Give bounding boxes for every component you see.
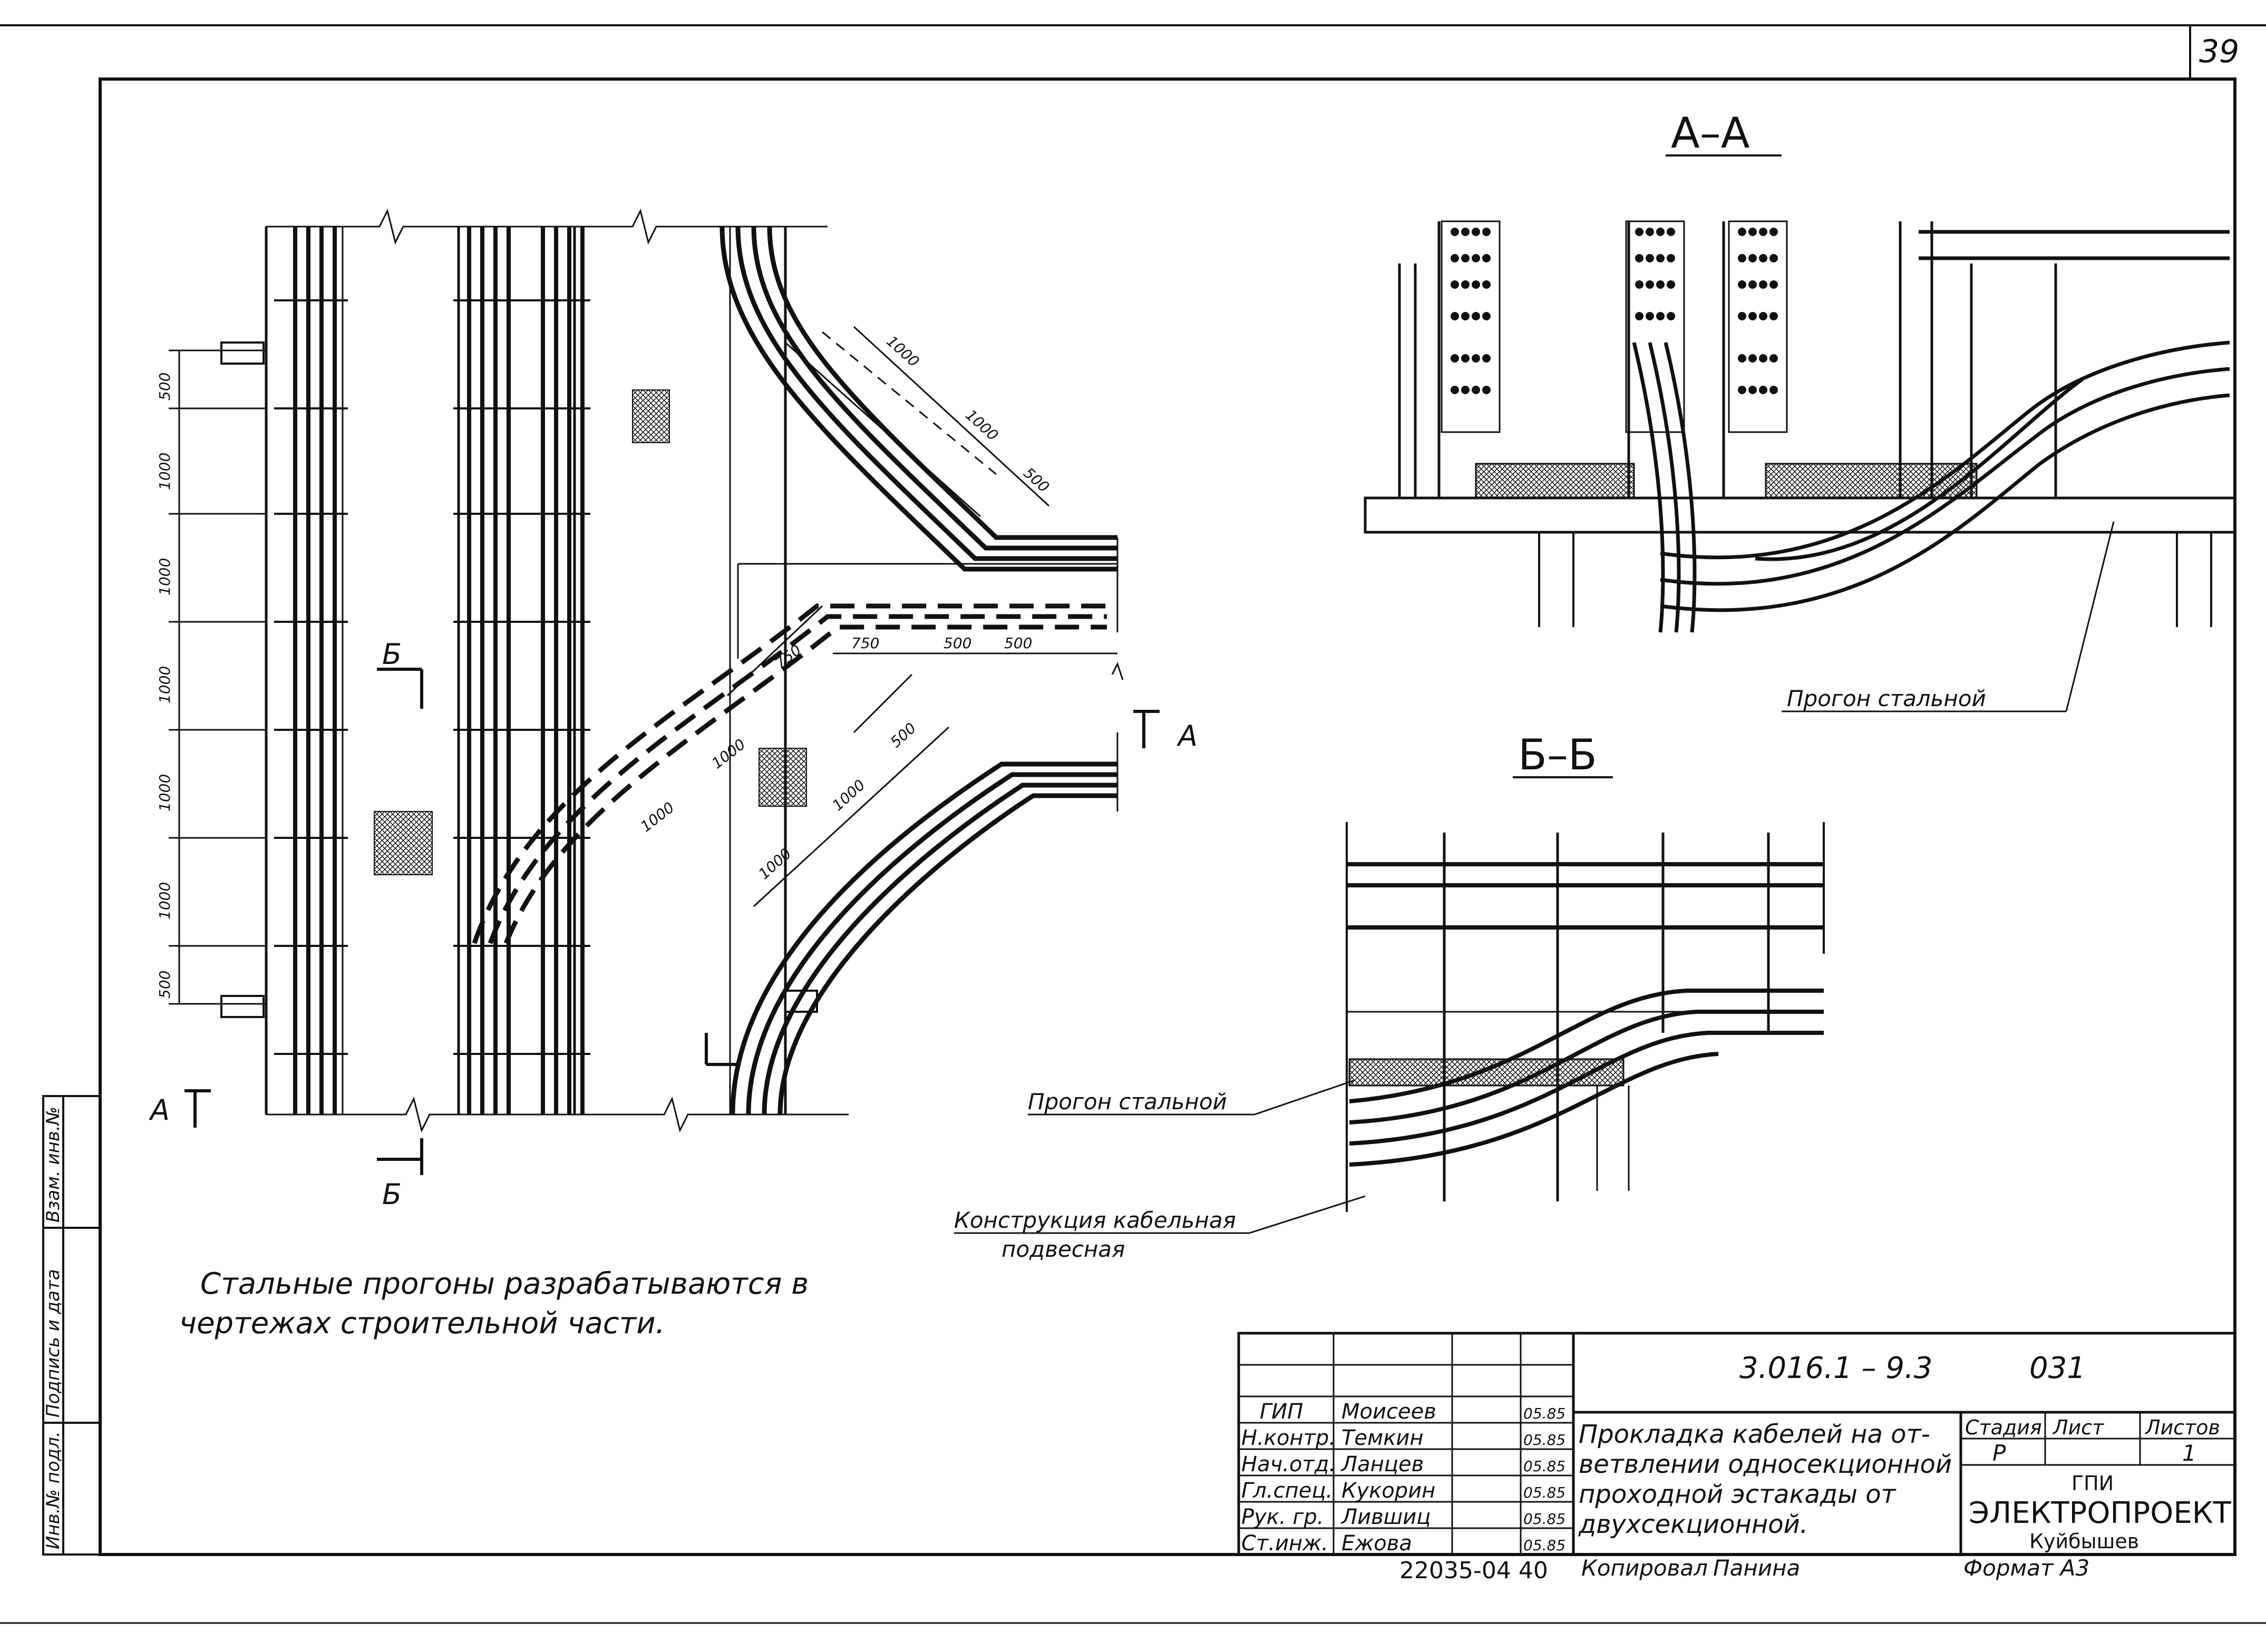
cut-label-a-left: А bbox=[149, 1093, 170, 1127]
dim-left-2: 1000 bbox=[156, 453, 173, 490]
dim-upper-3: 500 bbox=[1020, 464, 1053, 496]
sheet-code: 031 bbox=[2029, 1351, 2086, 1385]
dim-mid-2: 1000 bbox=[708, 736, 748, 773]
dim-left-3: 1000 bbox=[156, 558, 173, 595]
org-top: ГПИ bbox=[2072, 1472, 2114, 1495]
dim-mid-1: 1000 bbox=[637, 799, 677, 836]
dim-low-1: 1000 bbox=[755, 845, 795, 883]
staff-date-5: 05.85 bbox=[1523, 1510, 1565, 1528]
copied-name: Панина bbox=[1713, 1555, 1800, 1581]
section-bb-title: Б–Б bbox=[1518, 730, 1597, 779]
doc-code: 3.016.1 – 9.3 bbox=[1739, 1351, 1932, 1385]
staff-rows: ГИП Моисеев 05.85 Н.контр. Темкин 05.85 … bbox=[1241, 1400, 1565, 1556]
dim-left-1: 500 bbox=[156, 373, 173, 400]
dim-left-6: 1000 bbox=[156, 882, 173, 920]
plan-view bbox=[169, 208, 1160, 1175]
dim-mid-3: 750 bbox=[772, 641, 804, 672]
hanger-label-line1: Конструкция кабельная bbox=[954, 1207, 1236, 1233]
sheets-value: 1 bbox=[2182, 1440, 2196, 1466]
dim-low-3: 500 bbox=[887, 719, 920, 751]
dim-upper-2: 1000 bbox=[962, 406, 1001, 444]
staff-date-1: 05.85 bbox=[1523, 1405, 1565, 1422]
title-line-4: двухсекционной. bbox=[1578, 1510, 1808, 1539]
purlin-label-aa: Прогон стальной bbox=[1787, 686, 1986, 711]
note-line2: чертежах строительной части. bbox=[179, 1306, 665, 1341]
cut-label-a-right: А bbox=[1176, 719, 1198, 752]
hanger-label-line2: подвесная bbox=[1001, 1236, 1125, 1262]
dim-left-4: 1000 bbox=[156, 666, 173, 703]
cut-label-b-bottom: Б bbox=[382, 1178, 402, 1211]
dim-left-7: 500 bbox=[156, 971, 173, 999]
section-aa-drawing bbox=[1364, 220, 2236, 712]
title-line-3: проходной эстакады от bbox=[1579, 1480, 1897, 1509]
dim-left-5: 1000 bbox=[156, 774, 173, 812]
sheet-number: 39 bbox=[2199, 33, 2239, 70]
dim-hor-1: 750 bbox=[851, 634, 879, 652]
dim-low-2: 1000 bbox=[829, 776, 869, 814]
staff-date-6: 05.85 bbox=[1523, 1537, 1565, 1554]
cut-label-b-top: Б bbox=[382, 638, 402, 671]
staff-name-4: Кукорин bbox=[1341, 1479, 1435, 1503]
org-name: ЭЛЕКТРОПРОЕКТ bbox=[1969, 1496, 2232, 1530]
sheet-header: Лист bbox=[2052, 1416, 2105, 1439]
staff-role-5: Рук. гр. bbox=[1241, 1505, 1324, 1529]
stamp-replaced-inv: Взам. инв.№ bbox=[43, 1107, 64, 1223]
dim-hor-3: 500 bbox=[1004, 634, 1032, 652]
sheet-frame bbox=[0, 24, 2266, 1624]
purlin-label-bb: Прогон стальной bbox=[1028, 1089, 1227, 1115]
format-label: Формат А3 bbox=[1963, 1555, 2089, 1581]
staff-role-1: ГИП bbox=[1260, 1400, 1303, 1424]
document-title: Прокладка кабелей на от- ветвлении однос… bbox=[1578, 1420, 1952, 1539]
stage-value: Р bbox=[1992, 1440, 2006, 1466]
stamp-inv-no: Инв.№ подл. bbox=[43, 1431, 64, 1549]
staff-name-2: Темкин bbox=[1341, 1426, 1424, 1450]
staff-role-2: Н.контр. bbox=[1241, 1426, 1336, 1450]
dim-hor-2: 500 bbox=[944, 634, 971, 652]
side-stamp bbox=[42, 1095, 101, 1556]
sheets-header: Листов bbox=[2144, 1416, 2220, 1439]
staff-name-1: Моисеев bbox=[1341, 1400, 1436, 1424]
stamp-signature-date: Подпись и дата bbox=[43, 1269, 64, 1418]
staff-role-4: Гл.спец. bbox=[1241, 1479, 1333, 1503]
staff-date-3: 05.85 bbox=[1523, 1458, 1565, 1475]
dim-upper-1: 1000 bbox=[883, 333, 922, 370]
title-block-grid bbox=[1237, 1332, 2236, 1556]
note-line1: Стальные прогоны разрабатываются в bbox=[200, 1267, 809, 1301]
stage-header: Стадия bbox=[1965, 1416, 2042, 1439]
left-dimension-labels: 500 1000 1000 1000 1000 1000 500 bbox=[156, 373, 173, 999]
staff-name-6: Ежова bbox=[1341, 1531, 1412, 1556]
section-bb-drawing bbox=[954, 822, 1825, 1234]
org-city: Куйбышев bbox=[2029, 1530, 2139, 1553]
title-line-1: Прокладка кабелей на от- bbox=[1579, 1420, 1930, 1449]
staff-name-5: Лившиц bbox=[1340, 1505, 1431, 1529]
staff-role-3: Нач.отд. bbox=[1241, 1452, 1336, 1477]
copied-label: Копировал bbox=[1581, 1555, 1708, 1581]
staff-role-6: Ст.инж. bbox=[1241, 1531, 1328, 1556]
staff-date-4: 05.85 bbox=[1523, 1484, 1565, 1501]
title-line-2: ветвлении односекционной bbox=[1579, 1450, 1952, 1479]
archive-number: 22035-04 40 bbox=[1399, 1557, 1548, 1584]
section-aa-title: А–А bbox=[1671, 109, 1750, 158]
staff-name-3: Ланцев bbox=[1340, 1452, 1424, 1477]
staff-date-2: 05.85 bbox=[1523, 1431, 1565, 1449]
